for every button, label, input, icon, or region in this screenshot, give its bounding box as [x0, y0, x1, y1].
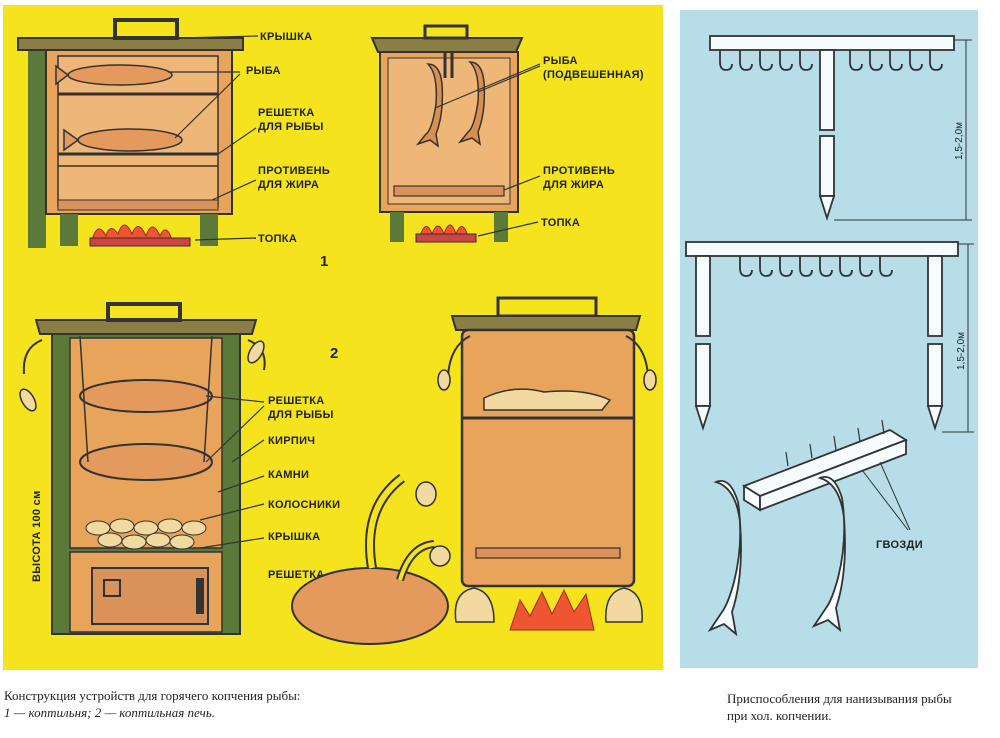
label-height: ВЫСОТА 100 см	[31, 490, 43, 582]
caption-left: Конструкция устройств для горячего копче…	[4, 687, 644, 721]
label-grate-2: РЕШЕТКА	[268, 569, 325, 581]
figure-number-2: 2	[330, 345, 338, 362]
label-grate-bars: КОЛОСНИКИ	[268, 499, 340, 511]
dimension-bottom: 1,5-2,0м	[956, 332, 967, 370]
label-firebox-1: ТОПКА	[258, 233, 297, 245]
label-pan-1a: ПРОТИВЕНЬ	[258, 165, 330, 177]
label-stones: КАМНИ	[268, 469, 309, 481]
label-hung-fish-a: РЫБА	[543, 55, 578, 67]
caption-right: Приспособления для нанизывания рыбы при …	[727, 690, 999, 724]
caption-left-line2: 1 — коптильня; 2 — коптильная печь.	[4, 705, 216, 720]
label-grate-2a: РЕШЕТКА	[268, 395, 325, 407]
label-grate-1b: ДЛЯ РЫБЫ	[258, 121, 324, 133]
label-nails: ГВОЗДИ	[876, 539, 923, 551]
barrel-smoker	[437, 296, 657, 631]
loose-grate	[291, 474, 451, 645]
brick-smoking-oven	[19, 302, 266, 635]
caption-right-line1: Приспособления для нанизывания рыбы	[727, 691, 952, 706]
label-brick: КИРПИЧ	[268, 435, 315, 447]
caption-left-line1: Конструкция устройств для горячего копче…	[4, 688, 301, 703]
label-grate-1a: РЕШЕТКА	[258, 107, 315, 119]
label-pan-2a: ПРОТИВЕНЬ	[543, 165, 615, 177]
label-pan-1b: ДЛЯ ЖИРА	[258, 179, 319, 191]
label-lid-1: КРЫШКА	[260, 31, 312, 43]
smoker-box-hanging	[370, 24, 524, 243]
label-firebox-2: ТОПКА	[541, 217, 580, 229]
label-pan-2b: ДЛЯ ЖИРА	[543, 179, 604, 191]
smoker-box-horizontal	[17, 18, 244, 248]
figure-number-1: 1	[320, 253, 328, 270]
label-lid-2: КРЫШКА	[268, 531, 320, 543]
caption-right-line2: при хол. копчении.	[727, 708, 832, 723]
frame-rack	[685, 241, 959, 431]
label-hung-fish-b: (ПОДВЕШЕННАЯ)	[543, 69, 644, 81]
dimension-top: 1,5-2,0м	[954, 122, 965, 160]
label-grate-2b: ДЛЯ РЫБЫ	[268, 409, 334, 421]
t-rack	[709, 35, 955, 221]
label-fish-1: РЫБА	[246, 65, 281, 77]
beam-with-fish	[707, 419, 909, 637]
